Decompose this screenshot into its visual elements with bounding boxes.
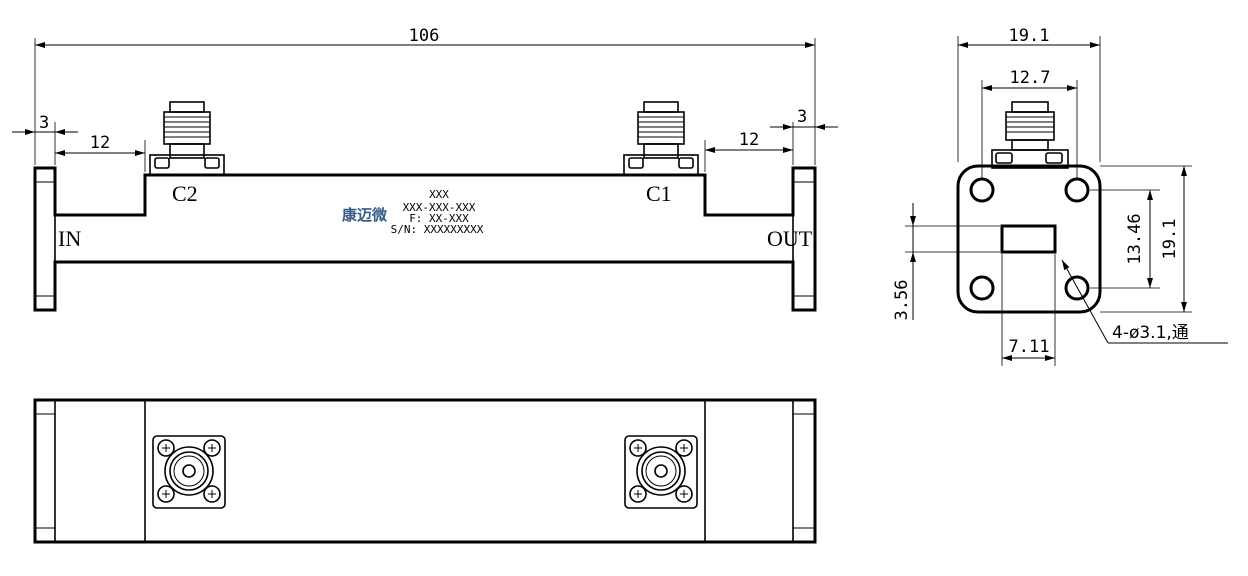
dim-right-flange: 3 [770, 107, 838, 130]
dim-left-flange: 3 [12, 113, 78, 165]
nameplate-line2: XXX-XXX-XXX [403, 201, 476, 214]
c1-connector-side [623, 101, 699, 176]
port-c2-label: C2 [172, 181, 198, 206]
dim-12-7-text: 12.7 [1010, 68, 1051, 88]
c2-connector-top [152, 435, 226, 509]
port-out-label: OUT [767, 226, 813, 251]
c1-connector-top [624, 435, 698, 509]
nameplate: XXX XXX-XXX-XXX F: XX-XXX S/N: XXXXXXXXX… [342, 188, 484, 236]
waveguide-aperture [1000, 224, 1057, 254]
mount-hole-bottom-left [969, 275, 995, 301]
top-body-outline [33, 398, 817, 544]
dim-hole-spacing-h: 12.7 [981, 68, 1078, 178]
dim-aperture-width: 7.11 [1001, 254, 1056, 366]
dim-3-56-text: 3.56 [892, 280, 912, 321]
hole-callout: 4-ø3.1,通 [1061, 259, 1228, 344]
port-c1-label: C1 [646, 181, 672, 206]
port-in-label: IN [58, 226, 81, 251]
dim-19-1-width-text: 19.1 [1009, 26, 1050, 46]
dim-12-right-text: 12 [739, 130, 759, 150]
dim-13-46-text: 13.46 [1125, 213, 1145, 264]
dim-hole-spacing-v: 13.46 [1090, 189, 1160, 289]
dim-right-step: 12 [704, 122, 794, 172]
dim-3-right-text: 3 [797, 107, 807, 127]
mount-hole-bottom-right [1064, 275, 1090, 301]
mount-hole-top-right [1064, 177, 1090, 203]
dim-left-step: 12 [55, 133, 146, 172]
dim-3-left-text: 3 [39, 113, 49, 133]
end-view: 19.1 12.7 13.46 19.1 [892, 26, 1228, 366]
dim-overall-length: 106 [34, 26, 816, 165]
dim-106-text: 106 [409, 26, 440, 46]
nameplate-line1: XXX [429, 188, 449, 201]
end-flange-plate [956, 164, 1102, 314]
c2-connector-side [149, 101, 225, 176]
nameplate-line4: S/N: XXXXXXXXX [391, 223, 484, 236]
dim-12-left-text: 12 [90, 133, 110, 153]
dim-7-11-text: 7.11 [1009, 337, 1050, 357]
front-view: C2 C1 IN OUT XXX XXX-XXX-XXX F: XX-XXX S… [12, 26, 838, 312]
nameplate-line3: F: XX-XXX [409, 212, 469, 225]
dim-end-width: 19.1 [957, 26, 1101, 162]
hole-callout-text: 4-ø3.1,通 [1112, 323, 1189, 343]
dim-end-height: 19.1 [1100, 165, 1192, 313]
dim-19-1-height-text: 19.1 [1160, 219, 1180, 260]
mount-hole-top-left [969, 177, 995, 203]
end-connector [991, 101, 1069, 169]
dim-aperture-height: 3.56 [892, 203, 1000, 320]
brand-logo: 康迈微 [342, 206, 388, 224]
front-body-outline [33, 166, 817, 312]
top-view [33, 398, 817, 544]
